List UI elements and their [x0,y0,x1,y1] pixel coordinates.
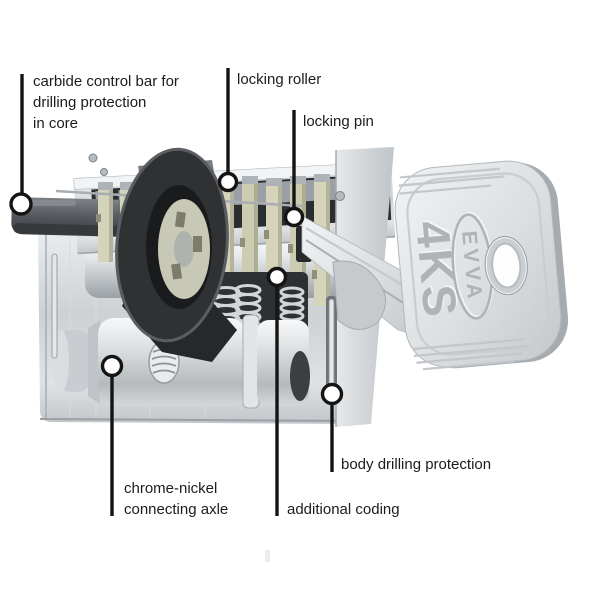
callout-markers [9,171,344,406]
label-body-drilling-protection: body drilling protection [341,456,492,473]
body-drilling-pin [328,298,335,390]
callout-marker-locking-roller [217,171,239,193]
left-drilling-pin [51,253,58,359]
callout-lines [20,68,334,516]
key-shoulder [332,260,386,330]
label-connecting-axle: chrome-nickel connecting axle [124,480,229,518]
additional-coding-notch [290,351,310,401]
cam-ring [115,147,229,343]
key-head: 4KS 4KS EVVA [394,160,569,371]
label-locking-pin: locking pin [303,113,374,130]
housing-screws [88,153,108,176]
label-additional-coding: additional coding [287,501,400,518]
plug-face [158,199,210,299]
svg-text:4KS: 4KS [408,217,469,319]
key-hole [484,235,528,296]
svg-text:4KS: 4KS [406,219,467,321]
callout-marker-body-drilling [320,382,344,406]
label-locking-roller: locking roller [237,71,322,88]
head-grooves [398,167,530,371]
key: 4KS 4KS EVVA [296,160,569,371]
callout-marker-locking-pin [283,206,305,228]
callout-marker-additional-coding [266,266,288,288]
model-text: 4KS 4KS [406,217,469,320]
label-carbide-control-bar: carbide control bar for drilling protect… [33,73,179,132]
face-screw [335,191,345,201]
callout-marker-axle [100,354,124,378]
faint-artifact [265,550,270,562]
callout-marker-carbide [9,192,33,216]
